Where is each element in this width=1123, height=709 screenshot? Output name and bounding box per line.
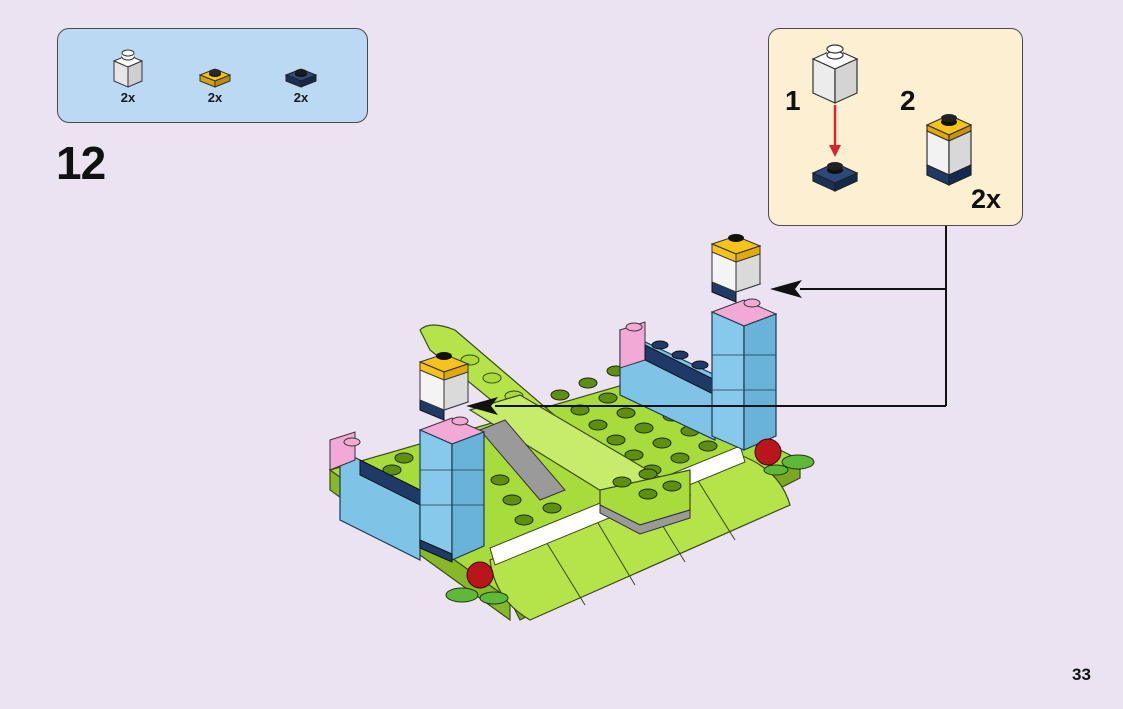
right-wall xyxy=(620,322,715,440)
left-column xyxy=(420,352,484,562)
arrow-to-right-column-icon xyxy=(770,280,802,298)
part-qty: 2x xyxy=(108,90,148,105)
flower-left xyxy=(446,562,508,604)
right-column xyxy=(712,234,776,450)
part-white-brick: 2x xyxy=(108,47,148,107)
assembled-brick-icon xyxy=(927,114,971,185)
flower-right xyxy=(755,439,814,475)
navy-plate-icon xyxy=(813,162,857,191)
center-track xyxy=(470,395,690,534)
red-arrow-icon xyxy=(829,105,841,157)
plate-studs xyxy=(383,366,717,525)
curved-slope-front xyxy=(490,446,790,620)
part-yellow-plate: 2x xyxy=(195,47,235,107)
step-number: 12 xyxy=(56,136,105,190)
arch-piece xyxy=(420,325,560,440)
navy-plate-1x1-icon xyxy=(281,47,321,91)
yellow-plate-1x1-icon xyxy=(195,47,235,91)
callout-connector xyxy=(495,226,946,406)
sub-assembly-callout: 1 2 xyxy=(768,28,1023,226)
base-plate xyxy=(330,380,800,620)
left-wall xyxy=(330,432,420,560)
parts-list-panel: 2x 2x 2x xyxy=(57,28,368,123)
white-brick-1x1-icon xyxy=(108,47,148,91)
part-qty: 2x xyxy=(281,90,321,105)
white-brick-icon xyxy=(813,45,857,103)
page-number: 33 xyxy=(1072,665,1091,685)
arrow-to-left-column-icon xyxy=(466,397,498,415)
part-navy-plate: 2x xyxy=(281,47,321,107)
callout-quantity: 2x xyxy=(971,184,1001,215)
part-qty: 2x xyxy=(195,90,235,105)
